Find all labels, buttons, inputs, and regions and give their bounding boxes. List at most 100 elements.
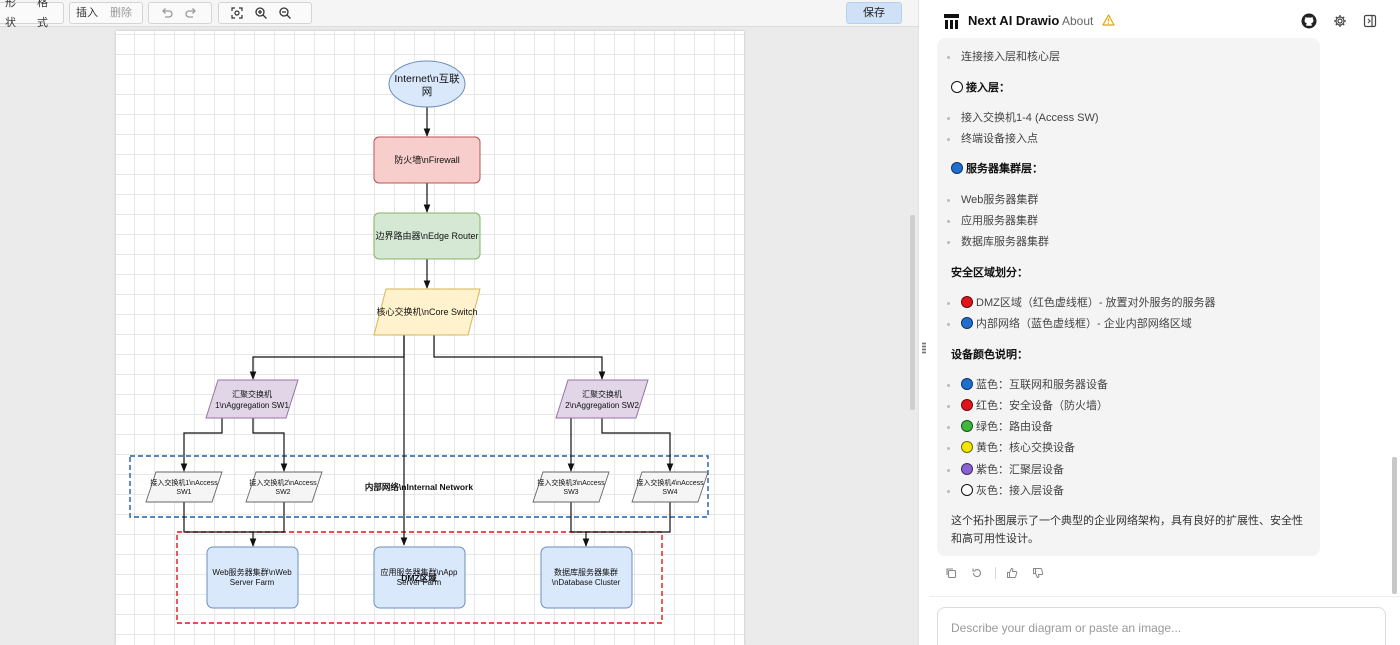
edge-acc3-db[interactable] xyxy=(570,502,590,547)
copy-icon[interactable] xyxy=(943,566,959,580)
drag-handle-icon[interactable] xyxy=(922,342,926,354)
acc3-shape xyxy=(532,471,610,503)
zoom-out-icon[interactable] xyxy=(273,3,297,23)
dmz-zone-label: DMZ区域 xyxy=(401,573,437,583)
acc2-shape xyxy=(245,471,323,503)
item-text: 红色：安全设备（防火墙） xyxy=(976,400,1108,412)
agg2-label-line2: 2\nAggregation SW2 xyxy=(565,401,639,410)
insert-button[interactable]: 插入 xyxy=(76,7,98,19)
aggregation-sw1-node[interactable]: 汇聚交换机 1\nAggregation SW1 xyxy=(205,379,299,419)
list-item: 连接接入层和核心层 xyxy=(947,51,1060,63)
internal-network-label: 内部网络\nInternal Network xyxy=(365,482,473,492)
fit-page-icon[interactable] xyxy=(225,3,249,23)
list-item: 数据库服务器集群 xyxy=(947,236,1049,248)
blue-circle-icon xyxy=(951,162,963,174)
access-sw2-node[interactable]: 接入交换机2\nAccess SW2 xyxy=(245,471,323,503)
regenerate-icon[interactable] xyxy=(969,566,985,580)
shape-format-group: 形状 格式 xyxy=(0,0,64,29)
aggregation-sw2-node[interactable]: 汇聚交换机 2\nAggregation SW2 xyxy=(555,379,649,419)
internet-label-line1: Internet\n互联 xyxy=(394,73,460,85)
app-server-farm-node[interactable]: 应用服务器集群\nApp Server Farm xyxy=(373,546,466,609)
edge-acc4-db[interactable] xyxy=(586,502,671,533)
security-zones-heading: 安全区域划分： xyxy=(951,267,1028,279)
panel-splitter[interactable] xyxy=(918,0,929,645)
web-label-line2: Server Farm xyxy=(230,578,275,587)
edge-acc2-web[interactable] xyxy=(253,502,285,533)
acc4-label-line1: 接入交换机4\nAccess xyxy=(636,478,704,487)
list-item: 终端设备接入点 xyxy=(947,133,1038,145)
core-switch-node[interactable]: 核心交换机\nCore Switch xyxy=(373,288,481,336)
edge-core-agg2[interactable] xyxy=(433,335,606,380)
item-text: DMZ区域（红色虚线框）- 放置对外服务的服务器 xyxy=(976,297,1216,309)
agg2-shape xyxy=(555,379,649,419)
web-server-farm-node[interactable]: Web服务器集群\nWeb Server Farm xyxy=(206,546,299,609)
internet-node[interactable]: Internet\n互联 网 xyxy=(388,60,466,108)
diagram-canvas[interactable]: Internet\n互联 网 防火墙\nFirewall 边界路由器\nEdge… xyxy=(116,31,744,645)
blue-circle-icon xyxy=(961,378,973,390)
web-label-line1: Web服务器集群\nWeb xyxy=(212,567,292,577)
format-tab[interactable]: 格式 xyxy=(37,0,48,29)
save-button[interactable]: 保存 xyxy=(846,2,902,24)
edge-agg1-acc1[interactable] xyxy=(180,418,223,472)
list-item: 黄色：核心交换设备 xyxy=(947,441,1075,455)
shape-tab[interactable]: 形状 xyxy=(5,0,16,29)
chat-scrollbar[interactable] xyxy=(1392,457,1397,594)
edge-core-agg1[interactable] xyxy=(249,335,405,380)
acc1-label-line2: SW1 xyxy=(176,489,191,496)
history-group xyxy=(148,2,212,24)
item-text: 紫色：汇聚层设备 xyxy=(976,464,1064,476)
database-cluster-node[interactable]: 数据库服务器集群 \nDatabase Cluster xyxy=(540,546,633,609)
about-link[interactable]: About xyxy=(1062,14,1094,28)
db-shape xyxy=(540,546,633,609)
zoom-group xyxy=(218,2,312,24)
zoom-in-icon[interactable] xyxy=(249,3,273,23)
item-text: 内部网络（蓝色虚线框）- 企业内部网络区域 xyxy=(976,318,1192,330)
access-sw3-node[interactable]: 接入交换机3\nAccess SW3 xyxy=(532,471,610,503)
agg1-shape xyxy=(205,379,299,419)
assistant-message: 连接接入层和核心层 接入层： 接入交换机1-4 (Access SW) 终端设备… xyxy=(937,38,1320,556)
internal-network-zone[interactable] xyxy=(129,455,709,518)
undo-icon[interactable] xyxy=(155,3,179,23)
network-diagram: Internet\n互联 网 防火墙\nFirewall 边界路由器\nEdge… xyxy=(129,60,709,624)
thumbs-up-icon[interactable] xyxy=(1004,566,1020,580)
warning-icon[interactable] xyxy=(1102,13,1115,31)
access-sw1-node[interactable]: 接入交换机1\nAccess SW1 xyxy=(145,471,223,503)
thumbs-down-icon[interactable] xyxy=(1030,566,1046,580)
list-item: 接入交换机1-4 (Access SW) xyxy=(947,112,1099,124)
edge-router-node[interactable]: 边界路由器\nEdge Router xyxy=(373,212,481,260)
core-shape xyxy=(373,288,481,336)
acc4-shape xyxy=(631,471,709,503)
redo-icon[interactable] xyxy=(179,3,203,23)
acc4-label-line2: SW4 xyxy=(662,489,677,496)
server-layer-heading: 服务器集群层： xyxy=(951,162,1043,176)
access-layer-heading: 接入层： xyxy=(951,81,1010,95)
firewall-node[interactable]: 防火墙\nFirewall xyxy=(373,136,481,184)
edge-acc1-web[interactable] xyxy=(183,502,257,547)
list-item: 绿色：路由设备 xyxy=(947,420,1053,434)
edge-agg1-acc2[interactable] xyxy=(252,418,288,472)
message-actions xyxy=(943,566,1056,580)
edge-agg2-acc4[interactable] xyxy=(601,418,674,472)
white-circle-icon xyxy=(951,81,963,93)
editor-scrollbar[interactable] xyxy=(910,215,915,410)
settings-icon[interactable] xyxy=(1331,12,1349,30)
delete-button[interactable]: 删除 xyxy=(110,7,132,19)
db-label-line1: 数据库服务器集群 xyxy=(554,567,618,577)
router-label: 边界路由器\nEdge Router xyxy=(375,230,478,241)
internet-label-line2: 网 xyxy=(422,86,433,98)
access-sw4-node[interactable]: 接入交换机4\nAccess SW4 xyxy=(631,471,709,503)
internet-shape xyxy=(388,60,466,108)
editor-toolbar: 形状 格式 插入 删除 xyxy=(0,0,918,29)
acc3-label-line1: 接入交换机3\nAccess xyxy=(537,478,605,487)
list-item: DMZ区域（红色虚线框）- 放置对外服务的服务器 xyxy=(947,296,1216,310)
acc3-label-line2: SW3 xyxy=(563,489,578,496)
panel-toggle-icon[interactable] xyxy=(1361,12,1379,30)
prompt-input[interactable] xyxy=(937,607,1386,645)
dmz-zone[interactable] xyxy=(176,531,663,624)
github-icon[interactable] xyxy=(1300,12,1318,30)
device-colors-heading: 设备颜色说明： xyxy=(951,349,1028,361)
agg1-label-line2: 1\nAggregation SW1 xyxy=(215,401,289,410)
agg1-label-line1: 汇聚交换机 xyxy=(232,389,272,399)
firewall-shape xyxy=(373,136,481,184)
